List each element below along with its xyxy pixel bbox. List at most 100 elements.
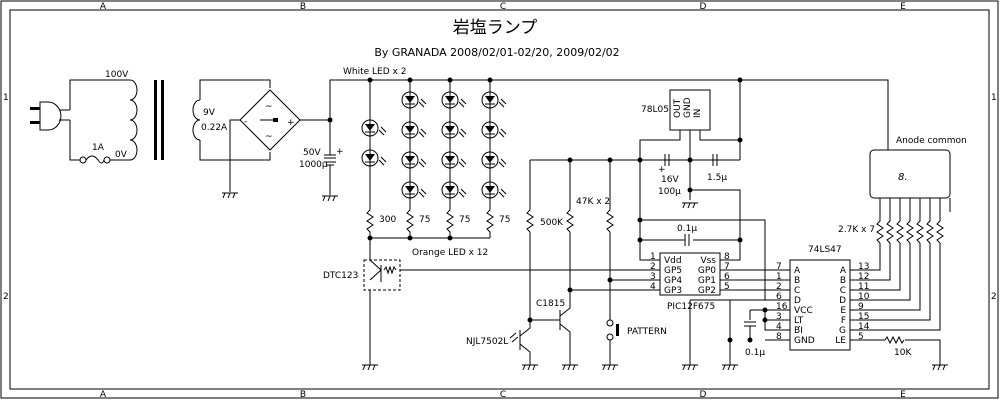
- column-label-bottom: C: [500, 390, 506, 400]
- regulator-pin: GND: [683, 97, 693, 118]
- pin-name: GND: [794, 336, 815, 346]
- page-subtitle: By GRANADA 2008/02/01-02/20, 2009/02/02: [374, 46, 619, 59]
- pin-name: B: [840, 276, 846, 286]
- pin-number: 6: [776, 292, 782, 302]
- pin-name: D: [794, 296, 801, 306]
- pin-name: GP4: [664, 276, 682, 286]
- ground-icon: [222, 192, 238, 199]
- decoder-decoupling-label: 0.1μ: [745, 348, 765, 358]
- led-icon: [481, 121, 507, 139]
- led-icon: [481, 151, 507, 169]
- bridge-ac-label: ~: [265, 102, 273, 112]
- led-body: [401, 91, 419, 109]
- phototransistor-icon: [509, 320, 531, 365]
- pin-number: 9: [858, 302, 864, 312]
- led-light-arrows: [498, 158, 507, 168]
- anode-common-label: Anode common: [896, 136, 967, 146]
- pic12f675-chip: [659, 252, 721, 296]
- column-label-top: C: [500, 2, 506, 12]
- resistor-value: 75: [499, 215, 510, 225]
- secondary-voltage: 9V: [203, 108, 216, 118]
- column-label-top: D: [700, 2, 707, 12]
- cap-plus-label: +: [336, 147, 344, 157]
- led-anode: [485, 156, 495, 163]
- column-label-bottom: E: [900, 390, 906, 400]
- led-icon: [441, 121, 467, 139]
- column-label-bottom: B: [300, 390, 306, 400]
- led-body: [361, 119, 379, 137]
- pin-name: G: [839, 326, 846, 336]
- led-body: [481, 91, 499, 109]
- wire-vplus: [329, 79, 889, 150]
- resistor-icon: [884, 335, 905, 345]
- njl7502l-label: NJL7502L: [466, 337, 508, 347]
- led-body: [481, 181, 499, 199]
- ground-icon: [682, 202, 698, 209]
- led-anode: [405, 126, 415, 133]
- led-light-arrows: [498, 128, 507, 138]
- secondary-current: 0.22A: [201, 123, 228, 133]
- led-icon: [481, 91, 507, 109]
- ground-icon: [322, 195, 338, 202]
- led-light-arrows: [458, 188, 467, 198]
- bridge-ac-label: ~: [265, 132, 273, 142]
- resistor-icon: [366, 209, 374, 238]
- wire: [905, 339, 941, 365]
- led-body: [401, 151, 419, 169]
- pin-number: 1: [776, 272, 782, 282]
- led-anode: [485, 126, 495, 133]
- display-digit: 8.: [898, 172, 908, 183]
- white-led-label: White LED x 2: [343, 67, 406, 77]
- led-array: [361, 77, 507, 241]
- r500k-label: 500K: [540, 218, 564, 228]
- pattern-switch[interactable]: [606, 319, 619, 341]
- led-icon: [401, 151, 427, 169]
- led-anode: [485, 186, 495, 193]
- segment-wire: [870, 243, 921, 311]
- pin-number: 12: [858, 272, 869, 282]
- segment-wire: [870, 243, 891, 281]
- led-light-arrows: [378, 156, 387, 166]
- pin-number: 4: [776, 322, 782, 332]
- led-icon: [361, 119, 387, 137]
- resistor-icon: [886, 198, 894, 244]
- segment-resistor-label: 2.7K x 7: [838, 225, 875, 235]
- wire: [749, 309, 765, 320]
- wire-vcc-bus: [640, 219, 766, 300]
- pin-number: 5: [858, 332, 864, 342]
- led-resistors: 300 75 75 75: [379, 215, 510, 225]
- led-anode: [445, 126, 455, 133]
- column-label-bottom: A: [100, 390, 107, 400]
- pin-number: 7: [776, 262, 782, 272]
- pin-number: 4: [650, 282, 656, 292]
- led-body: [401, 181, 419, 199]
- page-title: 岩塩ランプ: [453, 18, 538, 38]
- bridge-rectifier-icon: - + ~ ~: [239, 89, 301, 151]
- pin-number: 2: [776, 282, 782, 292]
- pin-name: LT: [794, 316, 804, 326]
- pin-number: 6: [724, 272, 730, 282]
- led-light-arrows: [418, 98, 427, 108]
- ground-icon: [932, 364, 948, 371]
- led-icon: [481, 181, 507, 199]
- pin-number: 1: [650, 252, 656, 262]
- pin-number: 2: [650, 262, 656, 272]
- decoder-label: 74LS47: [808, 245, 842, 255]
- led-icon: [441, 91, 467, 109]
- c1815-transistor-icon: [559, 290, 571, 365]
- orange-led-label: Orange LED x 12: [412, 248, 488, 258]
- 74ls47-chip: [789, 259, 851, 351]
- pin-number: 3: [776, 312, 782, 322]
- pin-number: 10: [858, 292, 870, 302]
- pin-number: 13: [858, 262, 869, 272]
- segment-wire: [870, 243, 901, 291]
- led-anode: [445, 186, 455, 193]
- pin-name: C: [794, 286, 800, 296]
- column-label-top: A: [100, 2, 107, 12]
- le-resistor-label: 10K: [894, 348, 912, 358]
- dtc123-digital-transistor-icon: [363, 259, 401, 291]
- pin-name: GP3: [664, 286, 682, 296]
- segment-wire: [870, 243, 911, 301]
- pin-number: 7: [724, 262, 730, 272]
- segment-wiring: [870, 198, 951, 331]
